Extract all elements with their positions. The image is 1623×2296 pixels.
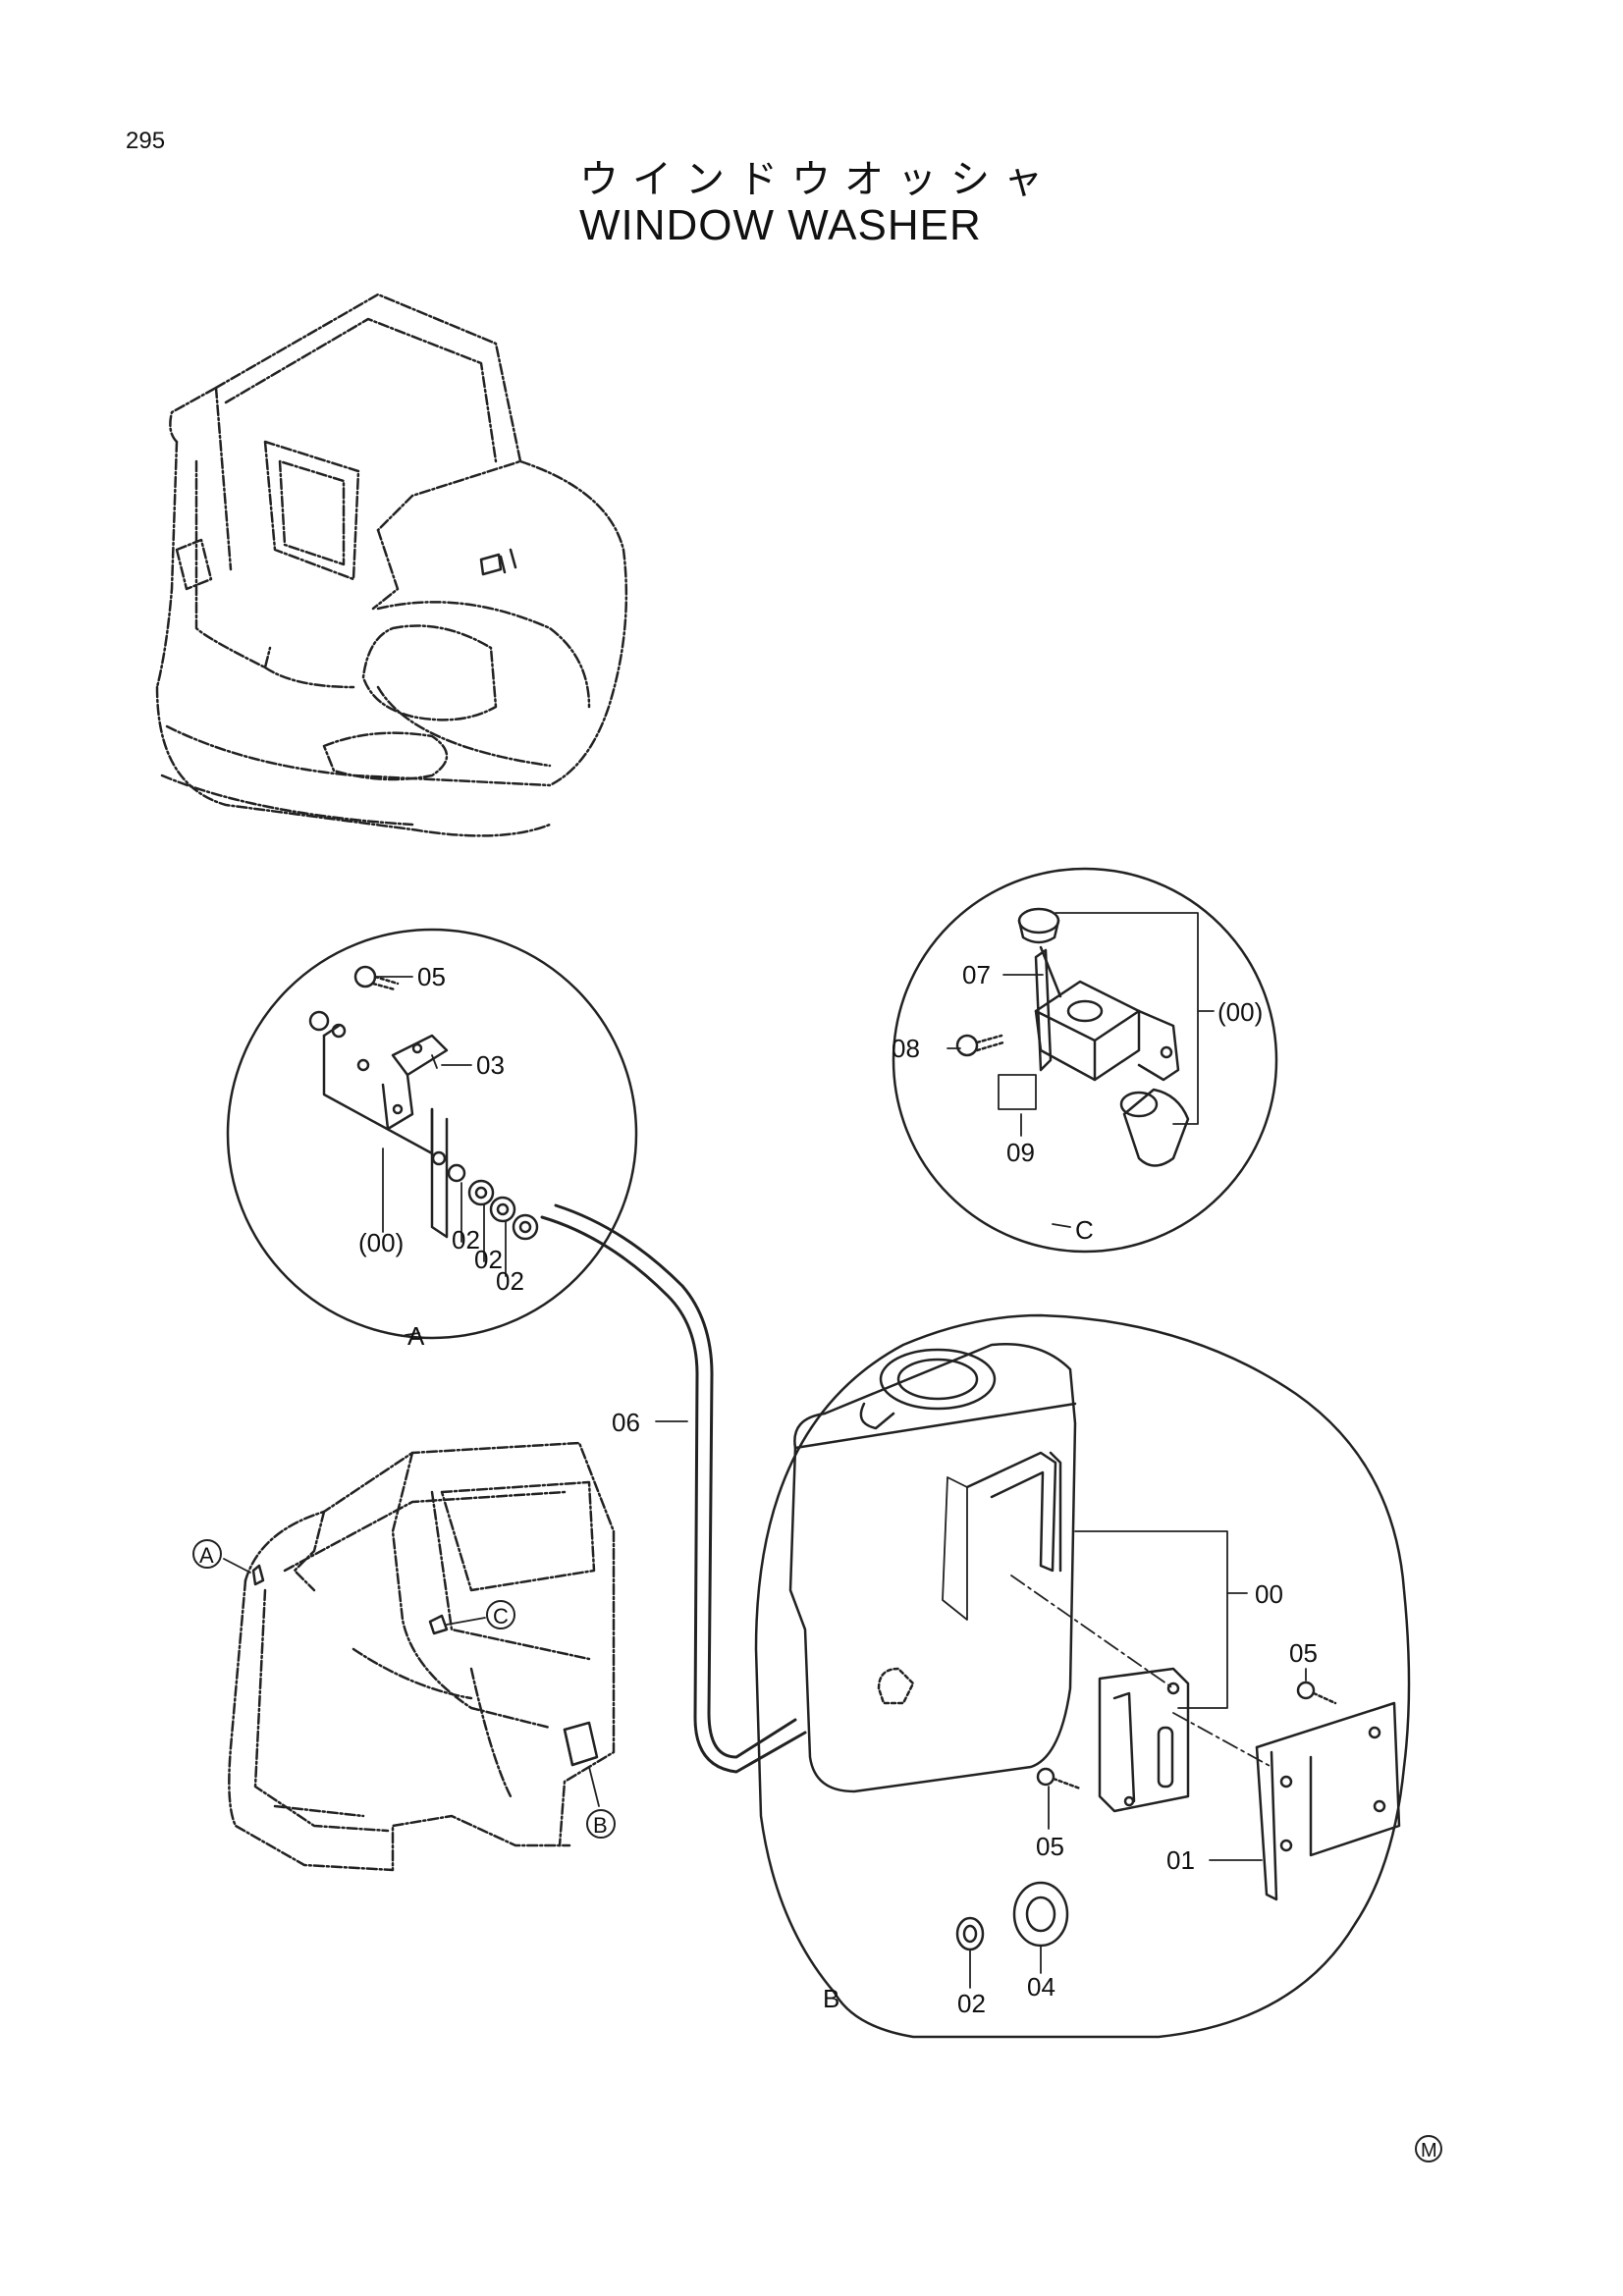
footer-mark-circle [1415,2135,1442,2163]
washer-tank [788,1343,1077,1793]
label-a-03: 03 [476,1050,505,1080]
label-circle-c: C [1075,1215,1094,1245]
lower-cab-marker-lines [223,1558,600,1807]
title-japanese: ウインドウオッシャ [579,157,1056,202]
label-b-00: 00 [1255,1579,1283,1609]
label-b-01: 01 [1166,1845,1195,1875]
label-c-07: 07 [962,960,991,989]
detail-c-group [892,867,1278,1254]
page-number: 295 [126,128,166,154]
detail-b-outline [754,1313,1411,2039]
marker-a-letter: A [199,1543,214,1568]
cab-roof-detail [479,548,517,576]
marker-c-letter: C [493,1604,509,1629]
label-circle-a: A [407,1321,425,1351]
footer-mark-letter: M [1421,2140,1437,2162]
lower-cab-illustration [228,1441,616,1872]
label-a-02-third: 02 [496,1266,524,1296]
label-c-09: 09 [1006,1138,1035,1167]
marker-b-letter: B [593,1813,608,1838]
marker-c-circle [486,1600,515,1629]
hose-06 [540,1203,807,1774]
label-a-00: (00) [358,1228,404,1257]
label-circle-b: B [823,1984,839,2013]
label-b-05-upper: 05 [1289,1638,1318,1668]
label-c-08: 08 [892,1034,920,1063]
label-b-05-lower: 05 [1036,1832,1064,1861]
label-c-00: (00) [1217,997,1263,1027]
marker-b-circle [586,1809,616,1839]
excavator-cab-illustration [155,293,628,837]
detail-a-group [226,928,638,1340]
label-a-02-first: 02 [452,1225,480,1255]
title-english: WINDOW WASHER [579,201,982,249]
label-b-04: 04 [1027,1972,1055,2002]
label-hose-06: 06 [612,1408,640,1437]
label-a-05: 05 [417,962,446,991]
label-a-02-second: 02 [474,1245,503,1274]
lower-cab-parts [251,1564,599,1767]
label-b-02: 02 [957,1989,986,2018]
marker-a-circle [192,1539,222,1569]
detail-c-circle [892,867,1278,1254]
detail-b-group [754,1313,1411,2039]
detail-a-circle [226,928,638,1340]
